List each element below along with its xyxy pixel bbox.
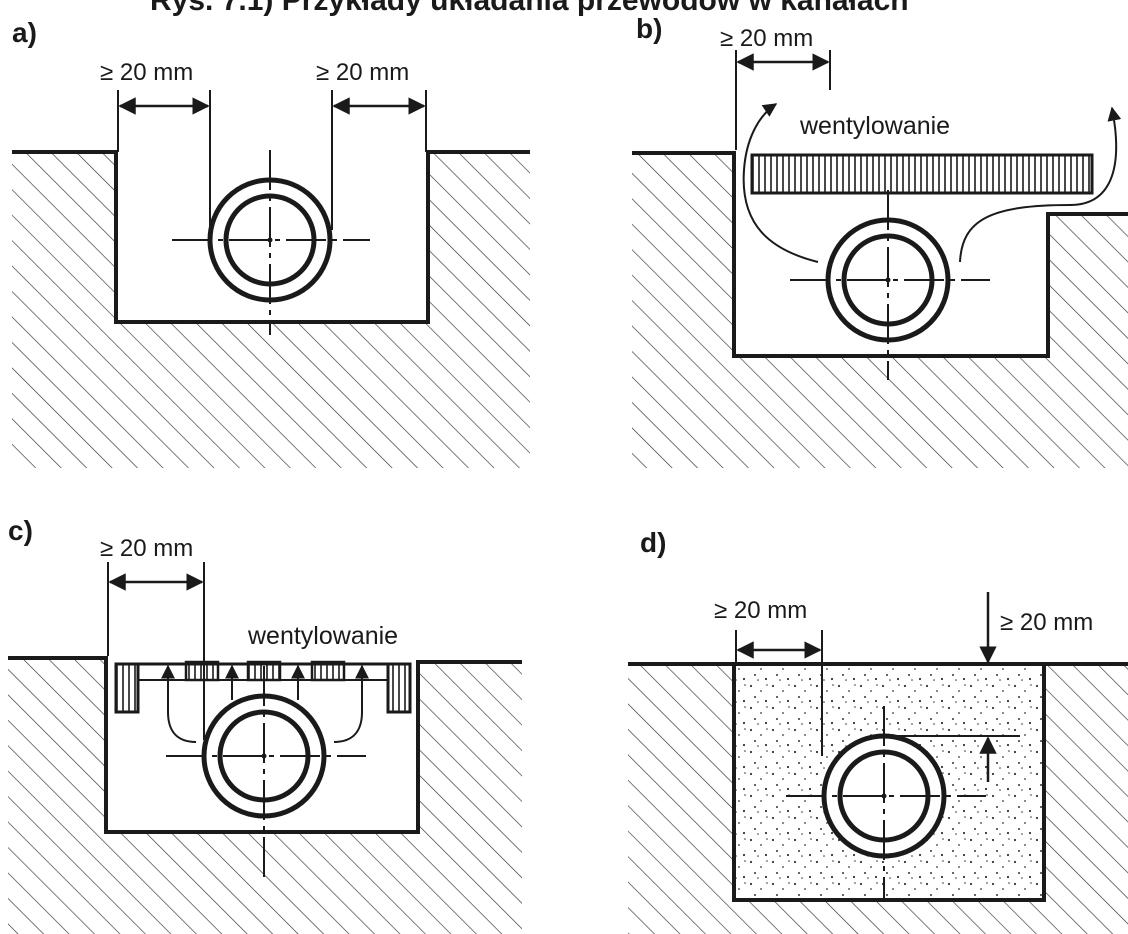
panel-d-pipe bbox=[786, 706, 986, 900]
panel-b-dim-left: ≥ 20 mm bbox=[720, 25, 813, 52]
panel-b-label: b) bbox=[636, 13, 662, 44]
panel-a-soil bbox=[12, 152, 530, 468]
panel-d-dim-top: ≥ 20 mm bbox=[1000, 609, 1093, 636]
panel-a-pipe bbox=[172, 150, 370, 335]
panel-d-dim-left: ≥ 20 mm bbox=[714, 597, 807, 624]
panel-c-vent-label: wentylowanie bbox=[247, 622, 398, 650]
panel-d-trench-outline bbox=[732, 664, 1046, 902]
panel-b-cover-slab bbox=[750, 153, 1094, 195]
panel-a-label: a) bbox=[12, 17, 37, 48]
panel-b-trench-outline bbox=[632, 151, 1128, 358]
panel-b-vent-arrow-right bbox=[959, 106, 1122, 263]
panel-d-label: d) bbox=[640, 527, 666, 558]
panel-c-vent-arrow-4 bbox=[333, 664, 369, 743]
panel-c-soil bbox=[8, 658, 522, 934]
panel-c-pipe bbox=[166, 666, 366, 880]
panel-a-dim-left: ≥ 20 mm bbox=[100, 59, 193, 86]
panel-b-pipe bbox=[790, 190, 990, 380]
panel-c-trench-outline bbox=[8, 656, 522, 834]
panel-a-trench-outline bbox=[12, 150, 530, 324]
panel-a: a) ≥ 20 mm ≥ 20 mm bbox=[12, 17, 530, 468]
panel-b: b) wentylowanie ≥ 20 mm bbox=[632, 13, 1128, 468]
panel-c-label: c) bbox=[8, 515, 33, 546]
panel-c: c) wentylowanie ≥ 20 mm bbox=[8, 515, 522, 934]
panel-b-soil bbox=[632, 153, 1128, 468]
panel-d: d) ≥ 20 mm ≥ 20 mm bbox=[628, 527, 1128, 934]
panel-c-dim-left: ≥ 20 mm bbox=[100, 535, 193, 562]
panel-b-vent-label: wentylowanie bbox=[799, 112, 950, 140]
panel-b-vent-arrow-left bbox=[742, 103, 819, 263]
panel-a-dim-right: ≥ 20 mm bbox=[316, 59, 409, 86]
panel-c-vent-arrow-1 bbox=[161, 664, 197, 743]
header-cut-text: Rys. 7.1) Przykłady układania przewodów … bbox=[150, 0, 909, 17]
